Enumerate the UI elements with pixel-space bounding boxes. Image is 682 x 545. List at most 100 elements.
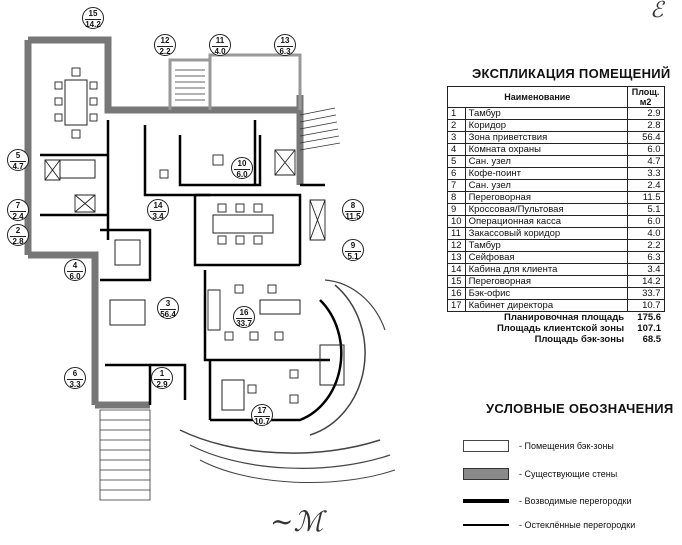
explication-cell-n: 17: [447, 299, 466, 312]
room-area: 4.7: [12, 162, 24, 171]
header-area: Площ. м2: [626, 86, 665, 108]
legend-label: - Помещения бэк-зоны: [519, 441, 614, 451]
explication-cell-area: 2.9: [626, 107, 665, 120]
corner-scribble: ℰ: [650, 0, 664, 23]
room-area: 6.0: [69, 272, 81, 281]
room-area: 14.2: [85, 20, 101, 29]
explication-cell-name: Тамбур: [464, 107, 628, 120]
explication-cell-name: Бэк-офис: [464, 287, 628, 300]
total-label: Планировочная площадь: [504, 311, 625, 323]
total-value: 68.5: [642, 333, 662, 345]
room-area: 4.0: [214, 47, 226, 56]
room-area: 56.4: [160, 310, 176, 319]
legend-label: - Остеклённые перегородки: [519, 520, 636, 530]
explication-cell-area: 56.4: [626, 131, 665, 144]
room-number: 7: [10, 201, 26, 212]
explication-cell-area: 2.2: [626, 239, 665, 252]
explication-cell-area: 3.4: [626, 263, 665, 276]
legend-title: УСЛОВНЫЕ ОБОЗНАЧЕНИЯ: [486, 401, 674, 416]
total-value: 107.1: [637, 322, 662, 334]
room-area: 33.7: [236, 319, 252, 328]
explication-cell-name: Операционная касса: [464, 215, 628, 228]
room-number: 8: [345, 201, 361, 212]
floor-plan: [24, 36, 396, 501]
room-area: 6.3: [279, 47, 291, 56]
explication-cell-n: 12: [447, 239, 466, 252]
legend-item-back-zone: - Помещения бэк-зоны: [463, 440, 614, 452]
white-swatch: [463, 440, 509, 452]
explication-total-row: Площадь клиентской зоны 107.1: [448, 323, 665, 334]
explication-cell-n: 15: [447, 275, 466, 288]
explication-cell-n: 13: [447, 251, 466, 264]
explication-cell-name: Кабинет директора: [464, 299, 628, 312]
room-area: 3.4: [152, 212, 164, 221]
legend-label: - Существующие стены: [519, 469, 618, 479]
explication-cell-name: Сан. узел: [464, 155, 628, 168]
explication-total-row: Площадь бэк-зоны 68.5: [448, 334, 665, 345]
explication-cell-area: 6.0: [626, 215, 665, 228]
room-number: 2: [10, 226, 26, 237]
legend-label: - Возводимые перегородки: [519, 496, 632, 506]
explication-cell-n: 6: [447, 167, 466, 180]
explication-cell-n: 4: [447, 143, 466, 156]
explication-cell-n: 9: [447, 203, 466, 216]
explication-title: ЭКСПЛИКАЦИЯ ПОМЕЩЕНИЙ: [472, 66, 671, 81]
legend-item-new-partitions: - Возводимые перегородки: [463, 496, 631, 506]
grey-swatch: [463, 468, 509, 480]
room-number: 13: [277, 36, 293, 47]
explication-cell-n: 14: [447, 263, 466, 276]
total-label: Площадь клиентской зоны: [496, 322, 625, 334]
room-area: 2.8: [12, 237, 24, 246]
explication-cell-name: Тамбур: [464, 239, 628, 252]
room-area: 3.3: [69, 380, 81, 389]
explication-cell-area: 3.3: [626, 167, 665, 180]
room-number: 9: [345, 241, 361, 252]
explication-cell-name: Переговорная: [464, 191, 628, 204]
room-area: 2.9: [156, 380, 168, 389]
explication-cell-name: Закассовый коридор: [464, 227, 628, 240]
explication-cell-name: Кабина для клиента: [464, 263, 628, 276]
room-number: 5: [10, 151, 26, 162]
explication-header-row: Наименование Площ. м2: [447, 86, 665, 108]
room-number: 10: [234, 159, 250, 170]
total-label: Площадь бэк-зоны: [534, 333, 625, 345]
explication-cell-n: 10: [447, 215, 466, 228]
room-number: 1: [154, 369, 170, 380]
explication-cell-name: Коридор: [464, 119, 628, 132]
room-area: 6.0: [236, 170, 248, 179]
explication-cell-n: 3: [447, 131, 466, 144]
thick-line-swatch: [463, 499, 509, 503]
explication-cell-area: 4.7: [626, 155, 665, 168]
explication-cell-name: Переговорная: [464, 275, 628, 288]
thin-line-swatch: [463, 524, 509, 526]
header-name: Наименование: [447, 86, 628, 108]
explication-cell-area: 33.7: [626, 287, 665, 300]
legend-item-existing-walls: - Существующие стены: [463, 468, 617, 480]
explication-cell-area: 2.4: [626, 179, 665, 192]
